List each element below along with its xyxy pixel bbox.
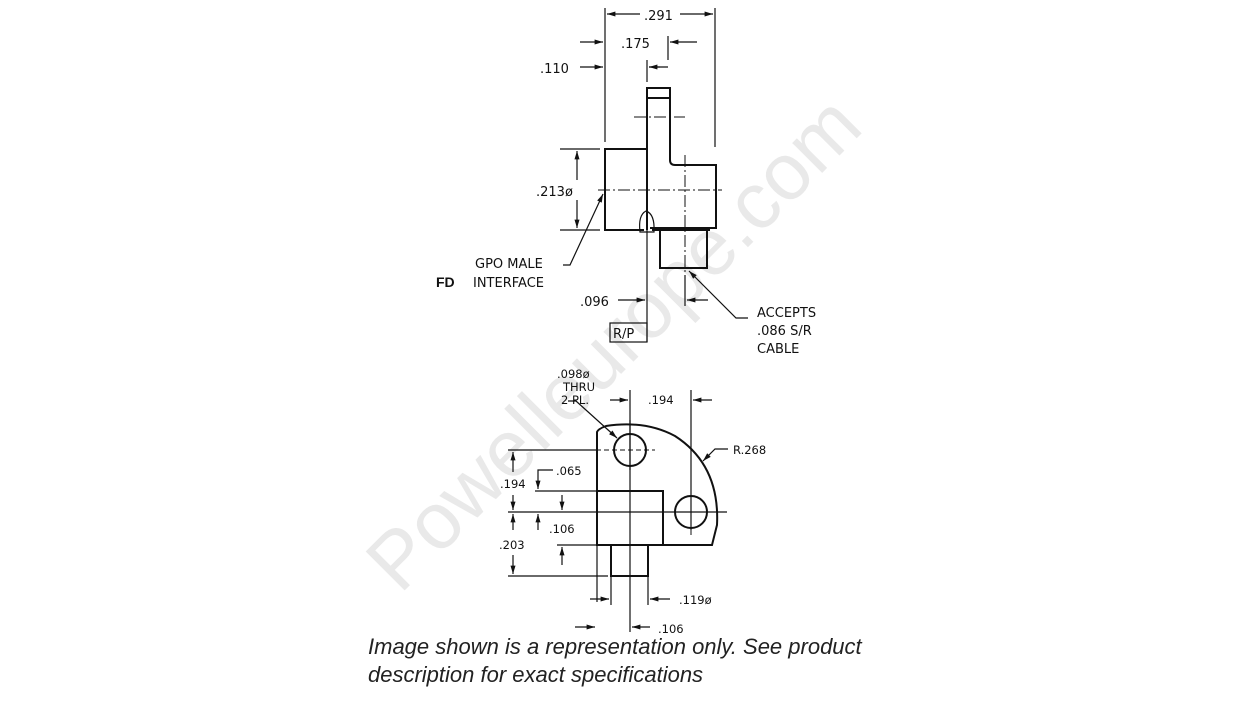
caption-line2: description for exact specifications [368, 662, 704, 687]
dim-lower-203: .203 [499, 538, 525, 552]
top-view: .098ø THRU 2 PL. .194 R.268 .194 [499, 367, 766, 636]
caption-line1: Image shown is a representation only. Se… [368, 634, 862, 659]
dim-hole-spacing-x: .194 [648, 393, 674, 407]
cable-label-line1: ACCEPTS [757, 306, 816, 321]
fd-label: FD [436, 274, 455, 290]
disclaimer-caption: Image shown is a representation only. Se… [368, 633, 928, 689]
dim-slot-offset: .175 [621, 37, 650, 52]
side-view: .291 .175 .110 .213ø GPO MALE FD INTERFA… [436, 8, 816, 357]
dim-radius: R.268 [733, 443, 766, 457]
interface-label-line1: GPO MALE [475, 257, 543, 272]
hole-note-line3: 2 PL. [561, 393, 589, 407]
interface-label-line2: INTERFACE [473, 276, 544, 291]
dim-step-106: .106 [549, 522, 575, 536]
dim-overall-width: .291 [644, 9, 673, 24]
dim-left-offset: .110 [540, 62, 569, 77]
cable-label-line2: .086 S/R [757, 324, 812, 339]
hole-note-line2: THRU [562, 380, 595, 394]
dim-bottom-106: .106 [658, 622, 684, 636]
hole-note-line1: .098ø [557, 367, 590, 381]
dim-pin-diameter: .119ø [679, 593, 712, 607]
cable-label-line3: CABLE [757, 342, 799, 357]
dim-hole-spacing-y: .194 [500, 477, 526, 491]
dim-step-065: .065 [556, 464, 582, 478]
dim-body-diameter: .213ø [536, 185, 573, 200]
rp-box: R/P [613, 327, 634, 342]
dim-rp-offset: .096 [580, 295, 609, 310]
